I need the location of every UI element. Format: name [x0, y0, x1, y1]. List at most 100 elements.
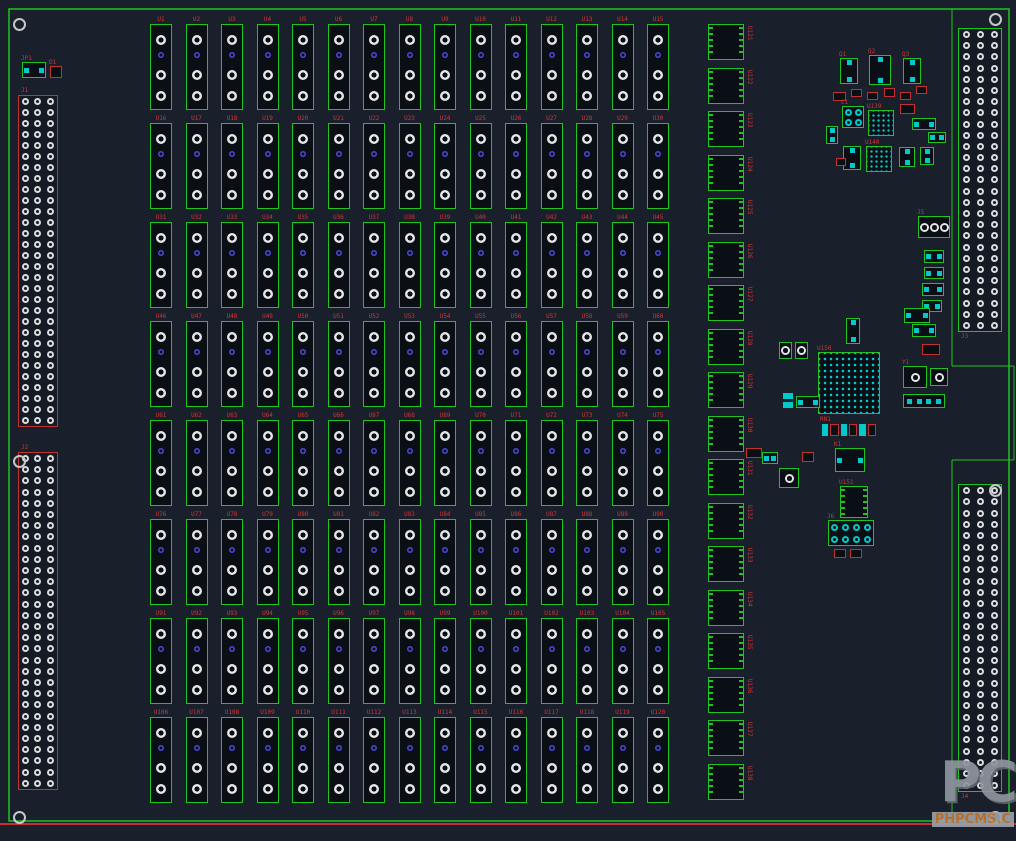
through-hole-pad	[333, 728, 344, 738]
via-pad	[548, 151, 555, 157]
through-hole-pad	[369, 233, 379, 243]
connector-pad	[990, 725, 998, 733]
through-hole-pad	[653, 466, 663, 476]
connector-pad	[34, 499, 42, 507]
through-hole-pad	[404, 332, 415, 342]
connector-pad	[47, 208, 55, 215]
through-hole-pad	[653, 134, 663, 144]
connector-pad	[976, 165, 984, 173]
through-hole-pad	[475, 91, 486, 101]
through-hole-pad	[440, 134, 450, 144]
relay-footprint: U36	[327, 214, 350, 308]
connector-pad	[21, 757, 29, 765]
smd-pad	[926, 254, 931, 259]
through-hole-pad	[262, 289, 273, 299]
ic-footprint: U125	[708, 198, 753, 234]
connector-pad	[21, 623, 29, 631]
connector-pad	[47, 589, 55, 597]
connector-pad	[976, 86, 984, 94]
through-hole-pad	[227, 466, 237, 476]
connector-pad-grid	[959, 485, 1001, 791]
through-hole-pad	[333, 530, 344, 540]
connector-pad	[34, 395, 42, 402]
connector-pad	[21, 109, 29, 116]
relay-footprint: U116	[505, 709, 527, 803]
through-hole-pad	[333, 664, 344, 674]
through-hole-pad	[156, 35, 166, 45]
designator-label: U72	[546, 412, 557, 419]
through-hole-pad	[475, 332, 486, 342]
via-pad	[619, 349, 626, 355]
smd-pad	[849, 163, 855, 168]
smd-pad	[848, 424, 858, 436]
through-hole-pad	[511, 268, 521, 278]
relay-footprint: U76	[150, 511, 172, 605]
connector-pad	[962, 64, 970, 72]
through-hole-pad	[546, 70, 557, 80]
via-pad	[477, 52, 484, 58]
through-hole-pad	[191, 169, 202, 179]
through-hole-pad	[546, 685, 557, 695]
via-pad	[406, 52, 413, 58]
through-hole-pad	[227, 685, 237, 695]
connector-pad	[47, 567, 55, 575]
connector-pad	[21, 241, 29, 248]
designator-label: U78	[226, 511, 238, 518]
connector-pad	[47, 395, 55, 402]
connector-pad	[962, 109, 970, 117]
component-r1	[746, 448, 762, 458]
via-pad	[264, 547, 271, 553]
through-hole-pad	[227, 629, 237, 639]
designator-label: U34	[262, 214, 273, 221]
through-hole-pad	[440, 586, 450, 596]
relay-footprint: U42	[540, 214, 563, 308]
designator-label: U32	[191, 214, 202, 221]
via-pad	[548, 646, 555, 652]
designator-label: U52	[368, 313, 380, 320]
component-v2: Q3	[902, 51, 921, 84]
through-hole-pad	[617, 728, 628, 738]
designator-label: U6	[334, 16, 343, 23]
designator-label: U29	[617, 115, 628, 122]
relay-footprint: U43	[576, 214, 598, 308]
smd-pad	[923, 313, 928, 318]
via-pad	[442, 646, 448, 652]
relay-footprint: U10	[469, 16, 492, 110]
connector-pad	[990, 713, 998, 721]
connector-pad	[34, 466, 42, 474]
through-hole-pad	[511, 586, 521, 596]
connector-pad	[976, 131, 984, 139]
connector-pad	[47, 175, 55, 182]
mounting-hole	[13, 455, 26, 468]
smd-pad	[784, 473, 794, 483]
via-pad	[158, 52, 164, 58]
through-hole-pad	[475, 784, 486, 794]
through-hole-pad	[440, 431, 450, 441]
connector-pad	[962, 98, 970, 106]
designator-label: JP1	[21, 55, 32, 62]
through-hole-pad	[475, 190, 486, 200]
through-hole-pad	[191, 233, 202, 243]
designator-label: U115	[473, 709, 488, 716]
connector-pad	[962, 299, 970, 307]
connector-pad	[47, 186, 55, 193]
connector-pad	[47, 488, 55, 496]
connector-pad	[21, 712, 29, 720]
through-hole-pad	[191, 530, 202, 540]
relay-footprint: U23	[398, 115, 421, 209]
relay-footprint: U107	[185, 709, 208, 803]
relay-footprint: U115	[469, 709, 492, 803]
via-pad	[548, 448, 555, 454]
connector-pad	[21, 477, 29, 485]
connector-pad	[21, 98, 29, 105]
through-hole-pad	[546, 367, 557, 377]
connector-pad	[34, 634, 42, 642]
component-v2	[826, 126, 838, 144]
smd-pad	[910, 372, 920, 382]
relay-footprint: U91	[150, 610, 172, 704]
designator-label: U44	[617, 214, 628, 221]
relay-footprint: U54	[434, 313, 456, 407]
connector-pad	[34, 274, 42, 281]
relay-footprint: U44	[611, 214, 634, 308]
component-r1	[867, 92, 878, 100]
